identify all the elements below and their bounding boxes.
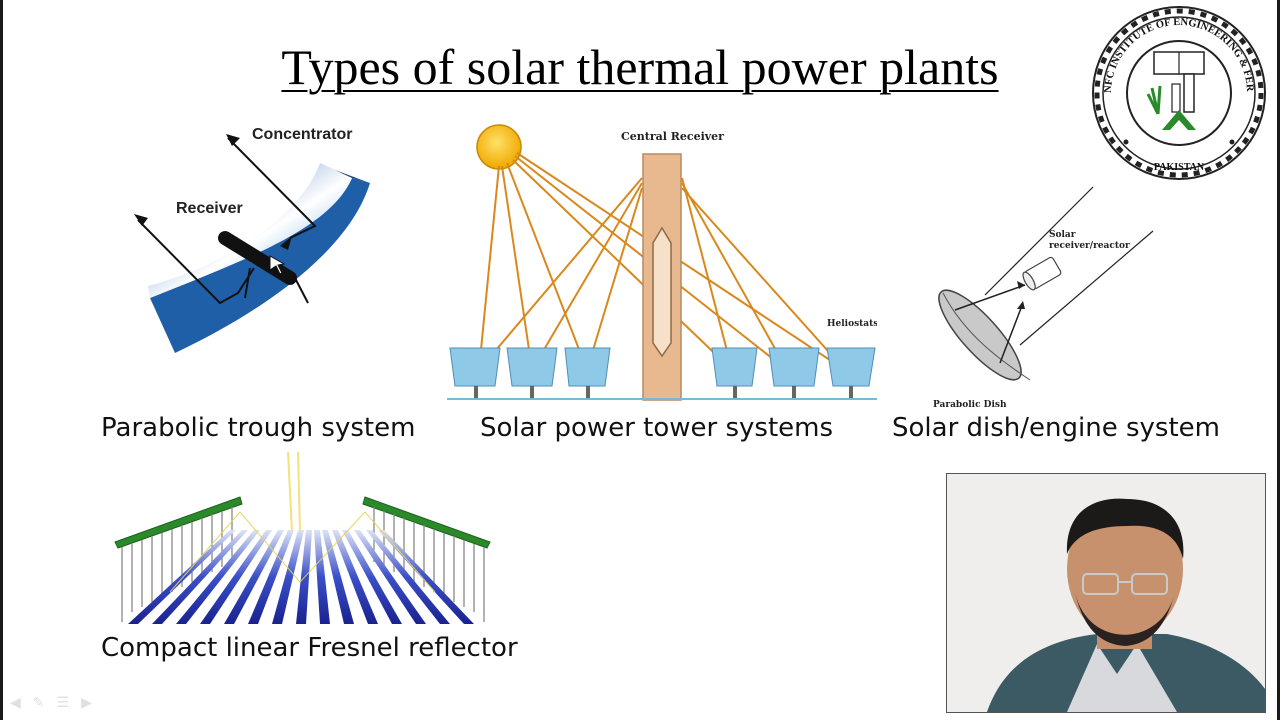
parabolic-trough-figure: Concentrator Receiver — [130, 118, 390, 363]
parabolic-dish-label: Parabolic Dish — [933, 400, 1007, 410]
central-receiver-label: Central Receiver — [621, 130, 724, 143]
concentrator-label: Concentrator — [252, 126, 352, 143]
receiver-label: Receiver — [176, 200, 243, 217]
pen-icon[interactable]: ✎ — [32, 694, 45, 710]
fresnel-reflector-caption: Compact linear Fresnel reflector — [101, 633, 518, 663]
logo-emblem-icon — [1146, 51, 1205, 130]
solar-dish-figure: Solar receiver/reactor Parabolic Dish — [925, 185, 1165, 413]
solar-tower-caption: Solar power tower systems — [480, 413, 834, 443]
presenter-avatar — [947, 474, 1265, 712]
next-slide-icon[interactable]: ▶ — [81, 694, 92, 710]
slide-title: Types of solar thermal power plants — [281, 39, 999, 95]
solar-dish-caption: Solar dish/engine system — [892, 413, 1220, 443]
slide-left-edge — [0, 0, 3, 720]
logo-bottom-text: PAKISTAN — [1154, 162, 1205, 173]
presenter-video — [946, 473, 1266, 713]
dish-receiver-label-line2: receiver/reactor — [1049, 241, 1130, 251]
slide-nav-controls[interactable]: ◀ ✎ ☰ ▶ — [10, 694, 92, 711]
slide-right-edge — [1277, 0, 1280, 720]
parabolic-trough-caption: Parabolic trough system — [101, 413, 416, 443]
prev-slide-icon[interactable]: ◀ — [10, 694, 21, 710]
menu-icon[interactable]: ☰ — [56, 694, 70, 710]
dish-receiver-label-line1: Solar — [1049, 230, 1076, 240]
solar-tower-figure: Central Receiver Heliostats — [447, 118, 877, 403]
fresnel-reflector-figure — [110, 452, 495, 630]
heliostats-label: Heliostats — [827, 319, 877, 329]
institute-logo: NFC INSTITUTE OF ENGINEERING & FERTILIZE… — [1088, 2, 1270, 184]
